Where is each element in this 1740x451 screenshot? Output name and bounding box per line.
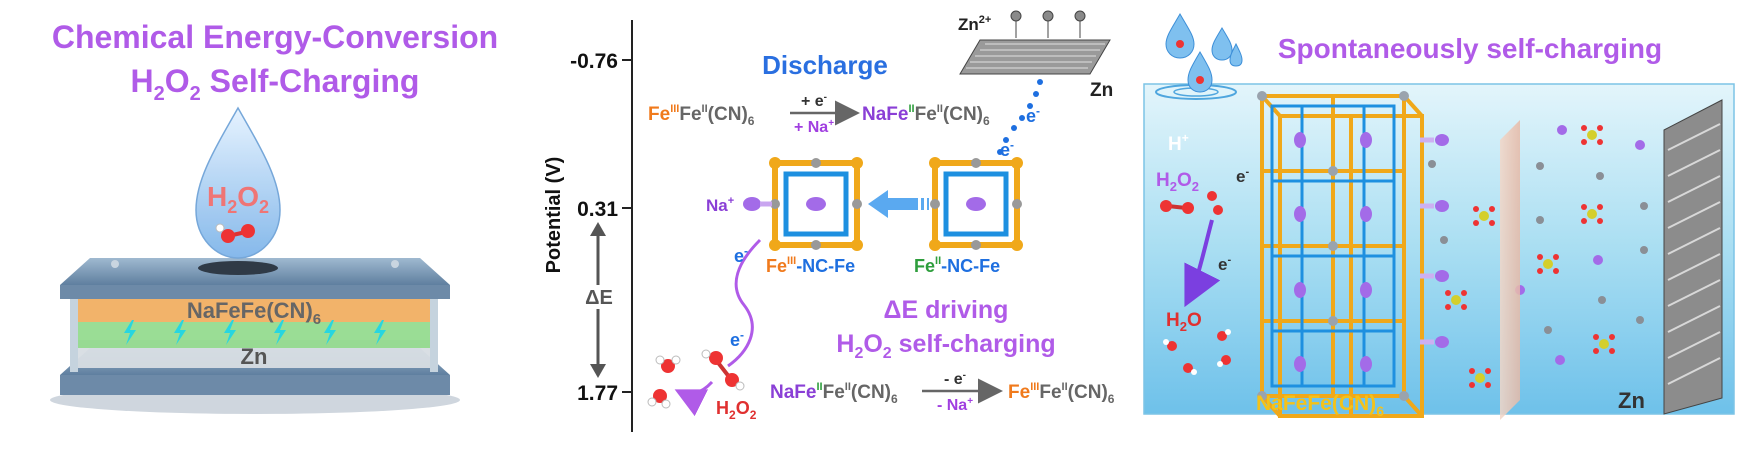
h2o2-droplet — [195, 106, 281, 259]
na-ion-icon — [743, 197, 772, 211]
tick-label: 1.77 — [577, 382, 618, 405]
charge-above-arrow: - e- — [944, 370, 966, 388]
zn-ion-icons — [1428, 160, 1648, 334]
discharge-product: NaFeIIFeII(CN)6 — [862, 103, 990, 128]
fe3-framework-cube — [769, 157, 863, 251]
water-drop-icon — [1187, 50, 1213, 93]
charge-reactant: NaFeIIFeII(CN)6 — [770, 381, 898, 406]
zn-ion-icons — [1010, 10, 1086, 38]
electron-label: e- — [1000, 138, 1014, 160]
lightning-icon — [274, 320, 286, 345]
droplet-label: H2O2 — [207, 181, 269, 217]
plate-hole — [198, 261, 278, 275]
zn-electrode-label: Zn — [1090, 80, 1113, 101]
discharge-below-arrow: + Na+ — [794, 118, 834, 136]
right-title: Spontaneously self-charging — [1278, 33, 1662, 64]
zn-ion-label: Zn2+ — [958, 14, 991, 34]
h2o2-label: H2O2 — [1156, 170, 1199, 194]
battery-device: NaFeFe(CN)6 Zn H2O2 — [50, 106, 460, 414]
reduction-arrow — [1184, 219, 1221, 308]
electron-path — [997, 79, 1043, 155]
h2o2-molecule-icon — [215, 223, 255, 243]
lightning-icons — [124, 320, 386, 345]
axis-label: Potential (V) — [543, 157, 565, 274]
water-drop-icon — [1211, 27, 1233, 61]
tick-label: 0.31 — [577, 198, 618, 221]
lightning-icon — [374, 320, 386, 345]
na-ion-icons — [1420, 125, 1645, 365]
sulfate-ion-icons — [1445, 125, 1615, 388]
h-plus-label: H+ — [1168, 131, 1189, 155]
bottom-plate — [60, 375, 450, 395]
h2o2-label: H2O2 — [716, 398, 757, 422]
fe3-label: FeIII-NC-Fe — [766, 255, 855, 276]
fe2-label: FeII-NC-Fe — [914, 255, 1000, 276]
right-panel: Spontaneously self-charging — [1143, 12, 1735, 420]
discharge-reaction: FeIIIFeII(CN)6 + e- + Na+ NaFeIIFeII(CN)… — [648, 92, 990, 136]
lightning-icon — [324, 320, 336, 345]
electron-label: e- — [1236, 166, 1249, 186]
electron-label: e- — [734, 244, 748, 266]
electron-label: e- — [730, 328, 744, 350]
delta-e-label: ΔE — [585, 287, 613, 309]
zn-anode-slab — [1663, 99, 1723, 415]
transfer-arrow-icon — [868, 190, 929, 218]
left-title-line1: Chemical Energy-Conversion — [52, 19, 498, 55]
h2o-label: H2O — [1166, 310, 1202, 334]
water-molecule-icon — [647, 389, 671, 409]
tick-label: -0.76 — [570, 50, 618, 73]
cathode-label: NaFeFe(CN)6 — [187, 298, 321, 328]
zn-anode-label: Zn — [1618, 388, 1645, 413]
water-molecule-icon — [655, 355, 681, 373]
driving-line2: H2O2 self-charging — [836, 330, 1055, 362]
lightning-icon — [124, 320, 136, 345]
charge-electron-path — [727, 238, 762, 368]
fe2-framework-cube — [929, 157, 1023, 251]
na-ion-label: Na+ — [706, 195, 734, 215]
framework-label: NaFeFe(CN)6 — [1256, 392, 1384, 419]
driving-line1: ΔE driving — [884, 296, 1009, 324]
water-drop-icon — [1229, 42, 1243, 67]
anode-label: Zn — [241, 344, 268, 369]
discharge-above-arrow: + e- — [801, 92, 827, 110]
charge-below-arrow: - Na+ — [937, 396, 973, 414]
water-drop-icon — [1165, 12, 1195, 59]
charge-product: FeIIIFeII(CN)6 — [1008, 381, 1115, 406]
water-molecule-icons — [1163, 329, 1231, 375]
lightning-icon — [224, 320, 236, 345]
lightning-icon — [174, 320, 186, 345]
prussian-blue-framework — [1257, 91, 1424, 418]
zn-electrode: Zn2+ Zn — [958, 10, 1113, 101]
separator-membrane — [1500, 120, 1520, 420]
left-panel: Chemical Energy-Conversion H2O2 Self-Cha… — [50, 19, 498, 414]
electron-label: e- — [1218, 254, 1231, 274]
left-title-line2: H2O2 Self-Charging — [131, 63, 420, 105]
h2o2-molecule-icon — [1160, 191, 1223, 215]
reduction-arrow — [674, 380, 714, 417]
discharge-reactant: FeIIIFeII(CN)6 — [648, 103, 755, 128]
cathode-layer — [78, 296, 430, 322]
discharge-title: Discharge — [762, 50, 888, 80]
electrolyte-layer — [78, 318, 430, 348]
electron-label: e- — [1026, 104, 1040, 126]
charge-reaction: NaFeIIFeII(CN)6 - e- - Na+ FeIIIFeII(CN)… — [770, 370, 1115, 414]
water-drop-icons — [1165, 12, 1243, 93]
h2o2-molecule-icon — [701, 349, 745, 391]
middle-panel: -0.76 0.31 1.77 Potential (V) ΔE Dischar… — [543, 10, 1115, 432]
